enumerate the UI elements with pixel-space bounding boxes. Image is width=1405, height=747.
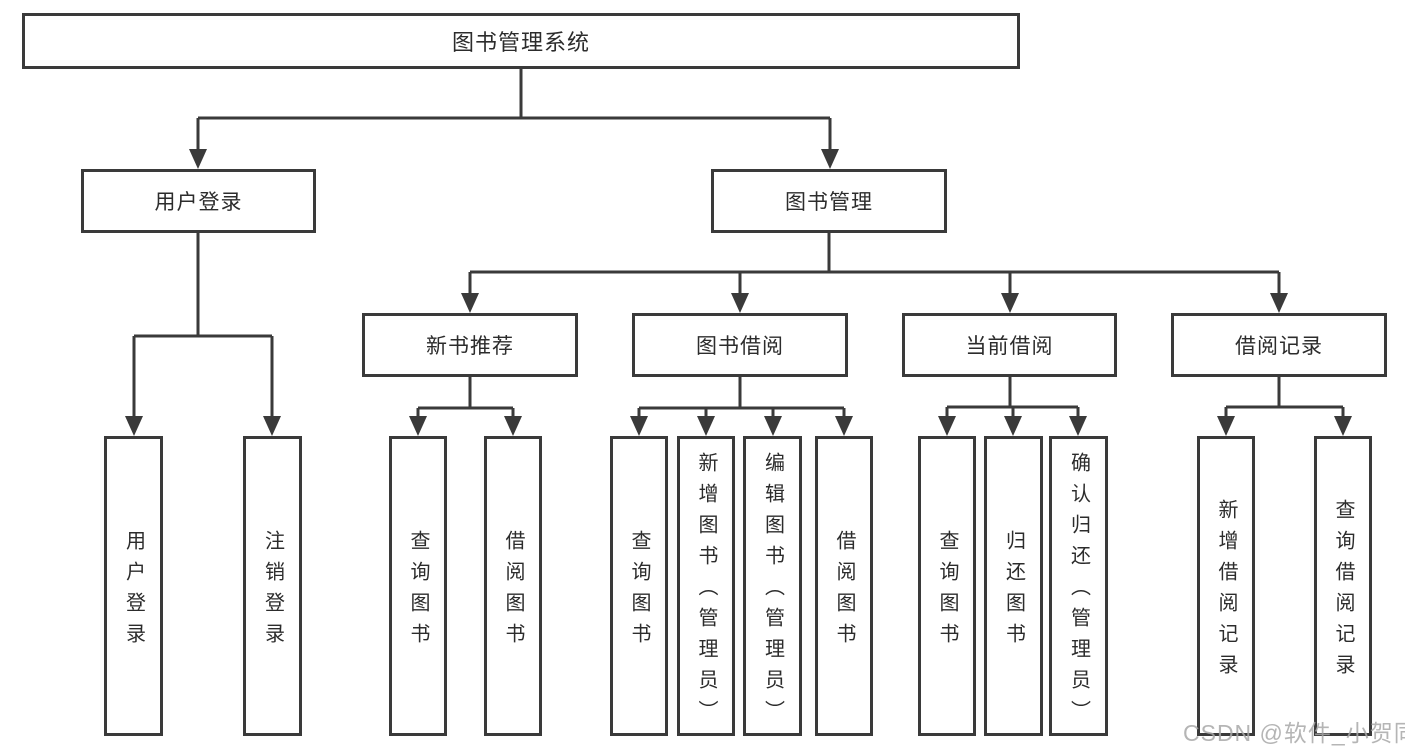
node-root: 图书管理系统 [22,13,1020,69]
leaf-return-books-label: 归还图书 [1002,529,1025,654]
arrow-down-icon [835,416,853,436]
arrow-down-icon [764,416,782,436]
arrow-down-icon [697,416,715,436]
arrow-down-icon [630,416,648,436]
leaf-user-login: 用户登录 [104,436,163,736]
leaf-query-books-recommend: 查询图书 [389,436,447,736]
leaf-logout-label: 注销登录 [261,529,284,654]
leaf-query-books-current: 查询图书 [918,436,976,736]
node-new-book-recommend: 新书推荐 [362,313,578,377]
leaf-edit-books-admin: 编辑图书（管理员） [743,436,802,736]
leaf-return-books: 归还图书 [984,436,1043,736]
arrow-down-icon [504,416,522,436]
node-current-borrow: 当前借阅 [902,313,1117,377]
node-borrow-records: 借阅记录 [1171,313,1387,377]
leaf-edit-books-admin-label: 编辑图书（管理员） [761,452,784,731]
leaf-user-login-label: 用户登录 [122,529,145,654]
node-root-label: 图书管理系统 [451,30,590,55]
leaf-add-borrow-record-label: 新增借阅记录 [1215,498,1237,685]
leaf-borrow-books-recommend: 借阅图书 [484,436,542,736]
arrow-down-icon [1270,293,1288,313]
connector-path [132,69,1345,420]
arrow-down-icon [189,149,207,169]
node-book-borrow-label: 图书借阅 [696,335,784,358]
node-book-management-label: 图书管理 [785,191,873,214]
arrow-down-icon [461,293,479,313]
arrow-down-icon [1069,416,1087,436]
arrowheads [125,149,1352,436]
node-current-borrow-label: 当前借阅 [965,335,1054,358]
leaf-query-books-recommend-label: 查询图书 [407,529,429,654]
leaf-query-books-borrow: 查询图书 [610,436,668,736]
node-borrow-records-label: 借阅记录 [1235,335,1323,358]
leaf-logout: 注销登录 [243,436,302,736]
arrow-down-icon [1001,293,1019,313]
leaf-confirm-return-admin: 确认归还（管理员） [1049,436,1108,736]
node-user-login-label: 用户登录 [154,191,243,214]
arrow-down-icon [821,149,839,169]
arrow-down-icon [263,416,281,436]
node-book-borrow: 图书借阅 [632,313,848,377]
arrow-down-icon [409,416,427,436]
leaf-add-books-admin: 新增图书（管理员） [677,436,735,736]
leaf-query-borrow-record-label: 查询借阅记录 [1332,498,1354,685]
arrow-down-icon [1217,416,1235,436]
arrow-down-icon [731,293,749,313]
leaf-add-borrow-record: 新增借阅记录 [1197,436,1255,736]
arrow-down-icon [125,416,143,436]
leaf-query-books-current-label: 查询图书 [936,529,958,654]
leaf-query-books-borrow-label: 查询图书 [628,529,650,654]
leaf-borrow-books: 借阅图书 [815,436,873,736]
node-user-login: 用户登录 [81,169,316,233]
arrow-down-icon [1334,416,1352,436]
node-book-management: 图书管理 [711,169,947,233]
leaf-add-books-admin-label: 新增图书（管理员） [695,452,717,731]
leaf-query-borrow-record: 查询借阅记录 [1314,436,1372,736]
node-new-book-recommend-label: 新书推荐 [426,335,514,358]
arrow-down-icon [1004,416,1022,436]
leaf-confirm-return-admin-label: 确认归还（管理员） [1067,452,1090,731]
arrow-down-icon [938,416,956,436]
csdn-watermark: CSDN @软件_小贺同学 [1183,720,1405,746]
leaf-borrow-books-label: 借阅图书 [833,529,855,654]
leaf-borrow-books-recommend-label: 借阅图书 [502,529,524,654]
